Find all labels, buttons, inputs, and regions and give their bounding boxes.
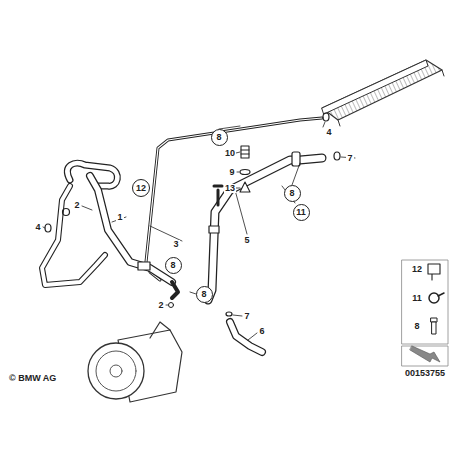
callout-number: 8 — [170, 261, 175, 270]
callout-number: 8 — [216, 133, 221, 142]
callout-number: 7 — [243, 312, 250, 321]
callout-circle: 8 — [284, 185, 301, 202]
callout-number: 8 — [289, 189, 294, 198]
callout-circle: 8 — [211, 129, 228, 146]
callout-number: 2 — [73, 201, 80, 210]
callout-number: 11 — [296, 208, 306, 217]
callout-number: 9 — [228, 168, 235, 177]
callout-number: 12 — [411, 265, 423, 274]
callout-number: 12 — [136, 184, 146, 193]
callout-number: 13 — [224, 184, 236, 193]
callout-number: 5 — [243, 236, 250, 245]
callout-number: 8 — [413, 322, 420, 331]
callout-number: 7 — [346, 154, 353, 163]
copyright-text: 00153755 — [404, 369, 446, 378]
callout-number: 1 — [116, 213, 123, 222]
callout-circle: 8 — [196, 286, 213, 303]
copyright-text: © BMW AG — [8, 374, 57, 383]
callout-circle: 11 — [293, 204, 310, 221]
callout-number: 6 — [258, 327, 265, 336]
callout-number: 10 — [224, 149, 236, 158]
callout-number: 11 — [411, 294, 423, 303]
callout-number: 8 — [201, 290, 206, 299]
callout-number: 3 — [172, 240, 179, 249]
callout-number: 2 — [157, 301, 164, 310]
callout-circle: 12 — [132, 179, 150, 197]
callout-circle: 8 — [165, 257, 182, 274]
callout-number: 4 — [34, 223, 41, 232]
callout-number: 4 — [325, 128, 332, 137]
